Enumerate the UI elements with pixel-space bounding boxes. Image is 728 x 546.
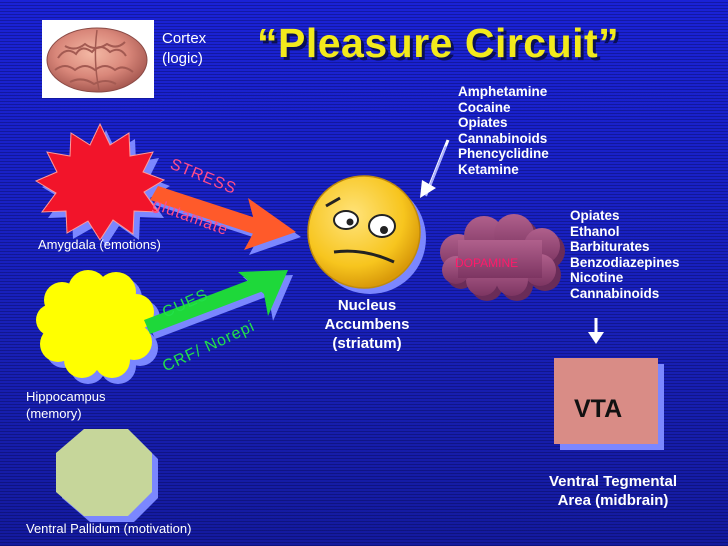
drug-item: Opiates: [458, 115, 508, 130]
nucleus-accumbens-face: [307, 175, 426, 294]
ventral-pallidum-label: Ventral Pallidum (motivation): [26, 521, 192, 536]
hippocampus-label: Hippocampus (memory): [26, 388, 106, 422]
page-title: “Pleasure Circuit”: [257, 20, 620, 66]
vta-box: [554, 358, 664, 450]
vta-caption: Ventral Tegmental Area (midbrain): [530, 472, 696, 510]
drug-item: Opiates: [570, 208, 620, 223]
drug-item: Ketamine: [458, 161, 519, 177]
hippocampus-blob: [36, 270, 160, 384]
amygdala-starburst: [34, 122, 170, 246]
nucleus-accumbens-line3: (striatum): [332, 335, 402, 352]
vta-caption-line2: Area (midbrain): [557, 492, 669, 509]
vta-caption-line1: Ventral Tegmental: [548, 473, 678, 490]
hippocampus-label-line1: Hippocampus: [26, 389, 106, 404]
drug-to-vta-arrow: [588, 318, 604, 344]
stress-arrow: [150, 186, 301, 255]
drug-to-accumbens-arrow: [420, 139, 450, 198]
vta-box-label: VTA: [574, 395, 623, 423]
drug-item: Cocaine: [458, 99, 511, 115]
cortex-label-line1: Cortex: [162, 30, 207, 47]
cortex-label: Cortex (logic): [162, 29, 206, 69]
drug-item: Ethanol: [570, 223, 620, 239]
drug-item: Phencyclidine: [458, 146, 549, 161]
drug-item: Amphetamine: [458, 84, 548, 99]
dopamine-cloud: [440, 214, 565, 301]
drug-item: Cannabinoids: [458, 130, 548, 146]
drug-item: Cannabinoids: [570, 285, 660, 301]
drug-item: Nicotine: [570, 270, 624, 285]
hippocampus-label-line2: (memory): [26, 406, 82, 421]
nucleus-accumbens-label: Nucleus Accumbens (striatum): [312, 296, 422, 353]
cues-arrow: [144, 270, 293, 339]
ventral-pallidum-octagon: [56, 429, 158, 522]
dopamine-label: DOPAMINE: [455, 256, 519, 270]
drug-item: Barbiturates: [570, 239, 650, 254]
nucleus-accumbens-line1: Nucleus: [337, 297, 397, 314]
cortex-brain-image: [42, 20, 154, 98]
cortex-label-line2: (logic): [162, 50, 203, 67]
amygdala-label: Amygdala (emotions): [38, 237, 161, 252]
nucleus-accumbens-line2: Accumbens: [324, 316, 410, 333]
drug-item: Benzodiazepines: [570, 254, 680, 270]
